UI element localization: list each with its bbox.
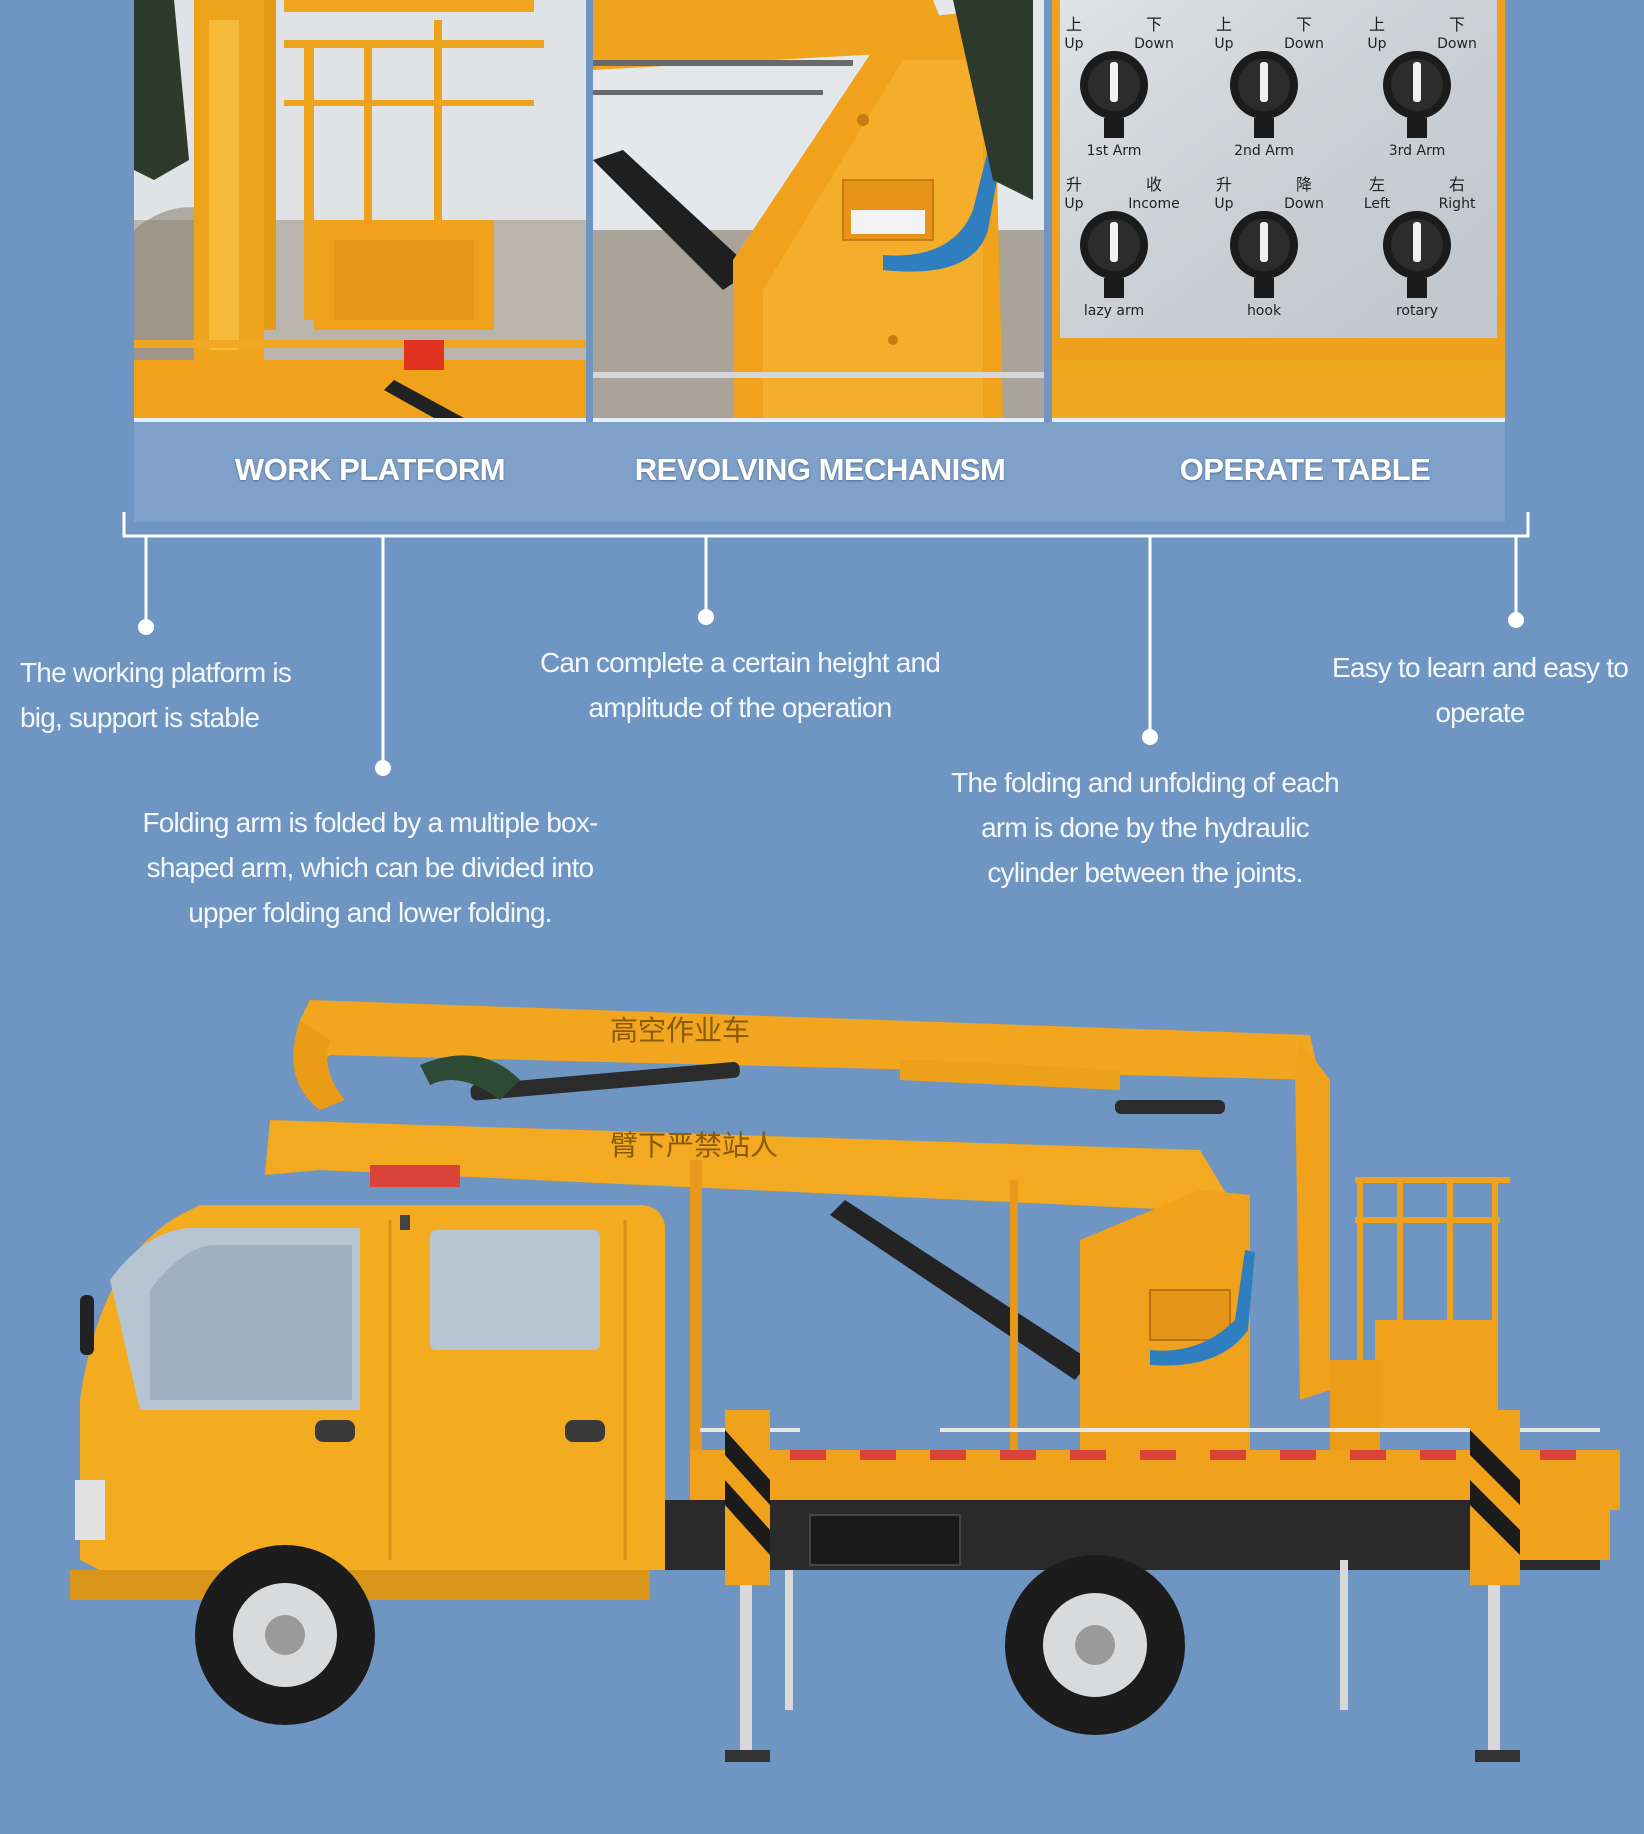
control-knob[interactable] xyxy=(1080,211,1148,298)
panel-label: Down xyxy=(1284,36,1324,52)
panel-knob-label: lazy arm xyxy=(1084,303,1144,319)
panel-label-cn: 左 xyxy=(1369,175,1385,194)
control-knob[interactable] xyxy=(1080,51,1148,138)
caption-strip xyxy=(134,422,1505,522)
operate-table-photo: 上 Up 下 Down 1st Arm 上 Up 下 Down 2nd Arm 上 Up 下 Down 3r… xyxy=(1052,0,1505,422)
panel-label: Up xyxy=(1214,36,1233,52)
desc-folding-arm: Folding arm is folded by a multiple box-… xyxy=(142,807,598,928)
panel-label: Down xyxy=(1134,36,1174,52)
desc-hydraulic-cylinder: The folding and unfolding of each arm is… xyxy=(951,767,1340,888)
caption-work-platform: WORK PLATFORM xyxy=(234,452,506,487)
control-knob[interactable] xyxy=(1383,51,1451,138)
panel-knob-label: rotary xyxy=(1396,303,1438,319)
work-platform-photo xyxy=(134,0,586,422)
desc-easy-operate: Easy to learn and easy to operate xyxy=(1332,652,1629,728)
panel-label: Down xyxy=(1437,36,1477,52)
panel-label-cn: 上 xyxy=(1369,15,1385,34)
panel-label: Up xyxy=(1064,36,1083,52)
panel-label-cn: 右 xyxy=(1449,175,1465,194)
upper-boom xyxy=(300,1000,1320,1080)
lower-boom xyxy=(265,1120,1230,1210)
panel-label-cn: 升 xyxy=(1216,175,1232,194)
desc-work-platform: The working platform is big, support is … xyxy=(20,657,292,733)
panel-label: Up xyxy=(1064,196,1083,212)
outrigger-front xyxy=(725,1410,793,1762)
panel-knob-label: 3rd Arm xyxy=(1389,143,1445,159)
panel-knob-label: 1st Arm xyxy=(1087,143,1142,159)
caption-operate-table: OPERATE TABLE xyxy=(1179,452,1431,487)
aerial-work-truck: 高空作业车 臂下严禁站人 xyxy=(70,1000,1620,1762)
revolving-mechanism-photo xyxy=(593,0,1044,422)
control-knob[interactable] xyxy=(1230,51,1298,138)
panel-label: Left xyxy=(1364,196,1391,212)
panel-label: Up xyxy=(1367,36,1386,52)
panel-knob-label: 2nd Arm xyxy=(1234,143,1294,159)
control-knob[interactable] xyxy=(1230,211,1298,298)
caption-revolving-mechanism: REVOLVING MECHANISM xyxy=(634,452,1006,487)
panel-label: Up xyxy=(1214,196,1233,212)
panel-label-cn: 上 xyxy=(1066,15,1082,34)
desc-height-amplitude: Can complete a certain height and amplit… xyxy=(539,647,941,723)
panel-label-cn: 降 xyxy=(1296,175,1312,194)
control-knob[interactable] xyxy=(1383,211,1451,298)
rear-wheel xyxy=(1005,1555,1185,1735)
front-wheel xyxy=(195,1545,375,1725)
panel-label-cn: 收 xyxy=(1146,175,1162,194)
upper-boom-text: 高空作业车 xyxy=(610,1014,750,1047)
lower-boom-text: 臂下严禁站人 xyxy=(610,1129,778,1162)
panel-label-cn: 下 xyxy=(1146,15,1162,34)
panel-label: Down xyxy=(1284,196,1324,212)
panel-label: Income xyxy=(1128,196,1180,212)
panel-label-cn: 下 xyxy=(1296,15,1312,34)
outrigger-rear xyxy=(1340,1410,1610,1762)
panel-label-cn: 升 xyxy=(1066,175,1082,194)
panel-knob-label: hook xyxy=(1247,303,1282,319)
panel-label: Right xyxy=(1439,196,1476,212)
panel-label-cn: 下 xyxy=(1449,15,1465,34)
panel-label-cn: 上 xyxy=(1216,15,1232,34)
